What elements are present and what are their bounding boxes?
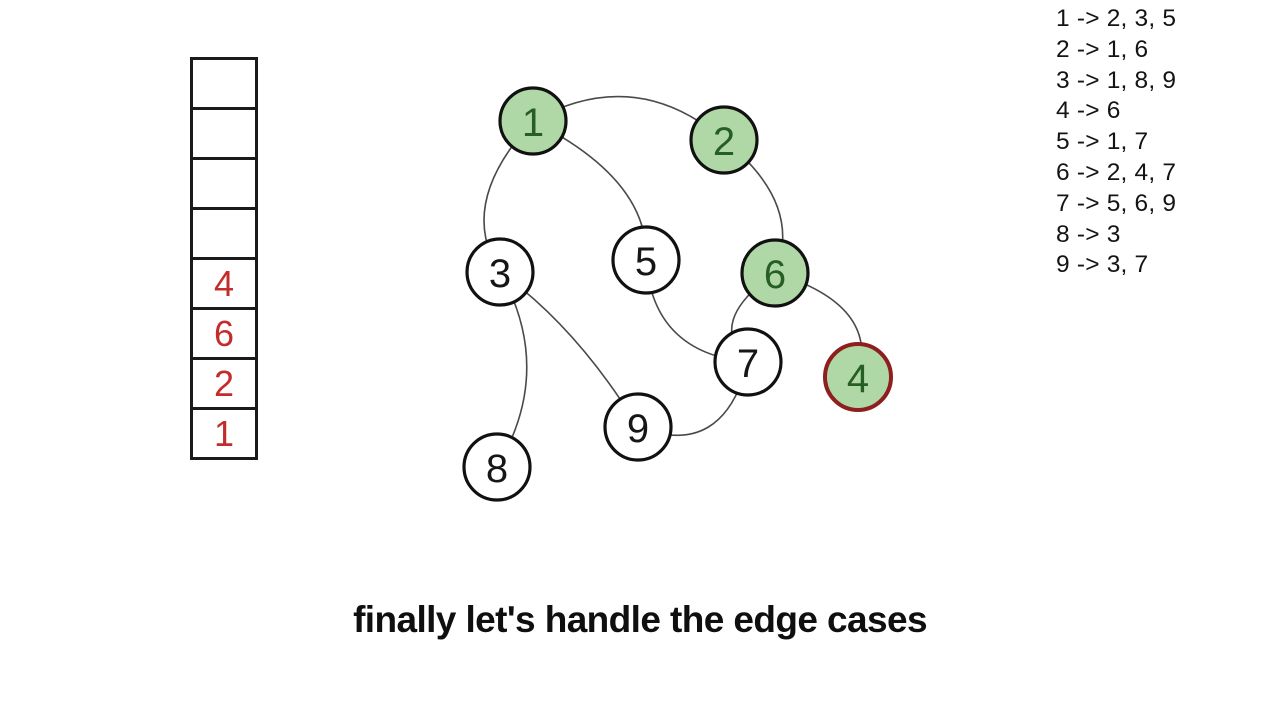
graph-node-9: 9 xyxy=(603,392,673,462)
adjacency-line-4: 4 -> 6 xyxy=(1056,97,1121,125)
adjacency-line-9: 9 -> 3, 7 xyxy=(1056,251,1149,279)
node-circle xyxy=(498,86,568,156)
graph-node-4: 4 xyxy=(823,342,893,412)
node-label: 6 xyxy=(764,253,786,297)
graph-node-8: 8 xyxy=(462,432,532,502)
node-circle xyxy=(603,392,673,462)
stack-cell-value: 2 xyxy=(213,362,235,404)
node-label: 8 xyxy=(486,447,508,491)
graph-node-1: 1 xyxy=(498,86,568,156)
graph-node-3: 3 xyxy=(465,237,535,307)
node-label: 2 xyxy=(713,120,735,164)
node-circle xyxy=(611,225,681,295)
stack-cell-1 xyxy=(190,107,258,160)
node-label: 9 xyxy=(627,407,649,451)
stack-cell-value: 1 xyxy=(213,412,235,454)
node-label: 4 xyxy=(847,357,869,401)
adjacency-line-3: 3 -> 1, 8, 9 xyxy=(1056,66,1177,94)
stack-cell-2 xyxy=(190,157,258,210)
graph-node-7: 7 xyxy=(713,327,783,397)
node-label: 1 xyxy=(522,101,544,145)
adjacency-line-6: 6 -> 2, 4, 7 xyxy=(1056,158,1177,186)
graph-node-2: 2 xyxy=(689,105,759,175)
adjacency-line-7: 7 -> 5, 6, 9 xyxy=(1056,189,1177,217)
adjacency-list: 1 -> 2, 3, 5 2 -> 1, 6 3 -> 1, 8, 9 4 -> 6 5… xyxy=(1056,4,1176,281)
stack-cell-4: 4 xyxy=(190,257,258,310)
graph-node-5: 5 xyxy=(611,225,681,295)
stack-cell-6: 2 xyxy=(190,357,258,410)
node-circle xyxy=(823,342,893,412)
node-label: 3 xyxy=(489,252,511,296)
node-label: 7 xyxy=(737,342,759,386)
stack-panel: 4 6 2 1 xyxy=(190,57,258,460)
stack-cell-0 xyxy=(190,57,258,110)
stack-cell-3 xyxy=(190,207,258,260)
adjacency-line-2: 2 -> 1, 6 xyxy=(1056,35,1149,63)
graph-node-6: 6 xyxy=(740,238,810,308)
node-circle xyxy=(465,237,535,307)
node-circle xyxy=(689,105,759,175)
stack-cell-5: 6 xyxy=(190,307,258,360)
node-circle xyxy=(462,432,532,502)
stack-cell-7: 1 xyxy=(190,407,258,460)
adjacency-line-5: 5 -> 1, 7 xyxy=(1056,128,1149,156)
stack-cell-value: 4 xyxy=(213,262,235,304)
node-label: 5 xyxy=(635,240,657,284)
adjacency-line-8: 8 -> 3 xyxy=(1056,220,1121,248)
node-circle xyxy=(740,238,810,308)
node-circle xyxy=(713,327,783,397)
stack-cell-value: 6 xyxy=(213,312,235,354)
adjacency-line-1: 1 -> 2, 3, 5 xyxy=(1056,5,1177,32)
caption-text: finally let's handle the edge cases xyxy=(353,599,927,640)
